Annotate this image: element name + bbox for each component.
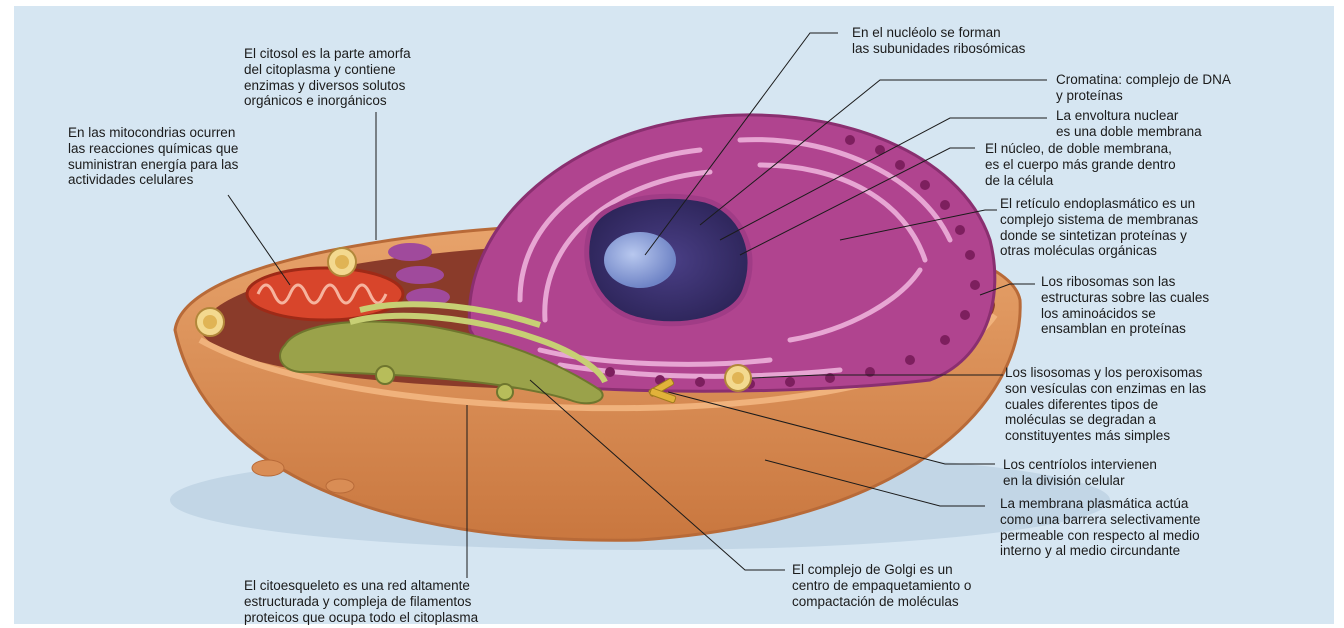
label-plasma-membrane: La membrana plasmática actúa como una ba…	[1000, 496, 1200, 559]
label-mitochondria: En las mitocondrias ocurren las reaccion…	[68, 125, 238, 188]
surface-bleb	[326, 479, 354, 493]
surface-bleb	[252, 460, 284, 476]
label-lysosomes: Los lisosomas y los peroxisomas son vesí…	[1005, 365, 1206, 444]
label-nucleus: El núcleo, de doble membrana, es el cuer…	[985, 141, 1176, 188]
label-centrioles: Los centríolos intervienen en la divisió…	[1003, 457, 1157, 489]
label-ribosomes: Los ribosomas son las estructuras sobre …	[1041, 274, 1209, 337]
label-golgi: El complejo de Golgi es un centro de emp…	[792, 562, 971, 609]
label-nuclear-envelope: La envoltura nuclear es una doble membra…	[1056, 108, 1202, 140]
label-nucleolus: En el nucléolo se forman las subunidades…	[852, 25, 1025, 57]
mitochondrion	[247, 268, 403, 320]
label-chromatin: Cromatina: complejo de DNA y proteínas	[1056, 72, 1231, 104]
nucleolus	[604, 232, 676, 288]
label-cytoskeleton: El citoesqueleto es una red altamente es…	[244, 578, 478, 625]
label-cytosol: El citosol es la parte amorfa del citopl…	[244, 46, 411, 109]
label-endoplasmic-reticulum: El retículo endoplasmático es un complej…	[1000, 196, 1198, 259]
